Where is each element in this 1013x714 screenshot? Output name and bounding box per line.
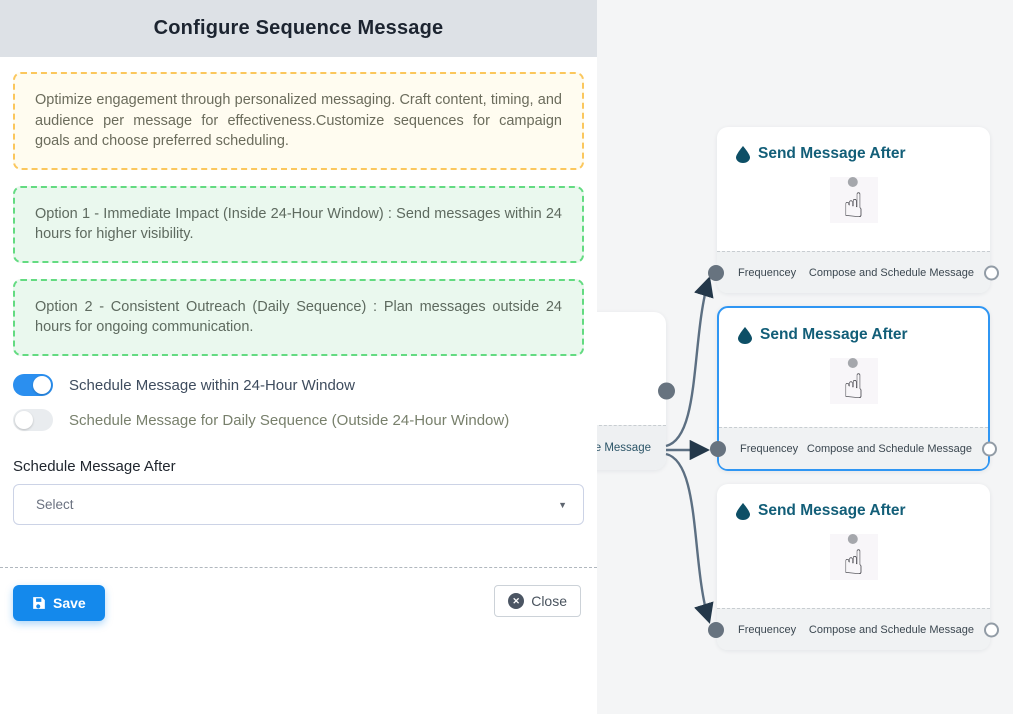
target-handle[interactable] bbox=[708, 621, 724, 638]
toggle-group: Schedule Message within 24-Hour Window S… bbox=[13, 374, 584, 432]
schedule-after-label: Schedule Message After bbox=[13, 458, 176, 476]
water-drop-icon bbox=[736, 502, 750, 520]
tap-dot bbox=[847, 177, 858, 187]
tap-icon: ☝ bbox=[829, 177, 878, 223]
toggle-daily-sequence[interactable] bbox=[13, 409, 53, 432]
node-title: Send Message After bbox=[719, 308, 988, 344]
compose-schedule-link[interactable]: Compose and Schedule Message bbox=[808, 623, 974, 636]
send-message-node-3[interactable]: Send Message After ☝ Frequencey Compose … bbox=[708, 484, 999, 650]
frequency-link[interactable]: Frequencey bbox=[738, 623, 797, 636]
water-drop-icon bbox=[738, 326, 752, 344]
option1-note: Option 1 - Immediate Impact (Inside 24-H… bbox=[13, 185, 584, 263]
upstream-node-partial[interactable]: ce Message bbox=[597, 312, 675, 470]
tap-dot bbox=[847, 534, 858, 544]
save-button-label: Save bbox=[53, 595, 86, 612]
send-message-node-1[interactable]: Send Message After ☝ Frequencey Compose … bbox=[708, 127, 999, 293]
source-handle[interactable] bbox=[982, 441, 997, 456]
save-icon bbox=[33, 597, 45, 609]
panel-header: Configure Sequence Message bbox=[0, 0, 597, 57]
source-handle[interactable] bbox=[984, 265, 999, 280]
source-handle[interactable] bbox=[984, 622, 999, 637]
close-button-label: Close bbox=[531, 593, 567, 610]
tap-icon: ☝ bbox=[829, 534, 878, 580]
toggle-row-daily: Schedule Message for Daily Sequence (Out… bbox=[13, 409, 584, 432]
compose-schedule-link[interactable]: Compose and Schedule Message bbox=[806, 442, 972, 455]
water-drop-icon bbox=[736, 145, 750, 163]
tap-dot bbox=[847, 358, 858, 368]
toggle-daily-label: Schedule Message for Daily Sequence (Out… bbox=[69, 411, 510, 429]
caret-down-icon: ▼ bbox=[558, 499, 567, 510]
panel-actions: Save ✕ Close bbox=[0, 568, 597, 622]
tap-icon: ☝ bbox=[829, 358, 878, 404]
info-note: Optimize engagement through personalized… bbox=[13, 72, 584, 170]
node-footer: Frequencey Compose and Schedule Message bbox=[708, 251, 999, 293]
page-title: Configure Sequence Message bbox=[153, 17, 444, 39]
send-message-node-2-selected[interactable]: Send Message After ☝ Frequencey Compose … bbox=[710, 306, 997, 471]
close-button[interactable]: ✕ Close bbox=[494, 585, 581, 618]
node-footer: Frequencey Compose and Schedule Message bbox=[710, 427, 997, 469]
close-circle-icon: ✕ bbox=[508, 593, 525, 610]
select-value: Select bbox=[36, 497, 74, 513]
panel-body: Optimize engagement through personalized… bbox=[0, 57, 597, 526]
schedule-after-select[interactable]: Select ▼ bbox=[13, 484, 584, 526]
toggle-knob bbox=[33, 376, 51, 395]
save-button[interactable]: Save bbox=[13, 585, 105, 622]
toggle-knob bbox=[15, 411, 33, 430]
frequency-link[interactable]: Frequencey bbox=[740, 442, 799, 455]
target-handle[interactable] bbox=[708, 264, 724, 281]
node-footer: Frequencey Compose and Schedule Message bbox=[708, 608, 999, 650]
compose-schedule-link[interactable]: Compose and Schedule Message bbox=[808, 266, 974, 279]
frequency-link[interactable]: Frequencey bbox=[738, 266, 797, 279]
toggle-24hr-label: Schedule Message within 24-Hour Window bbox=[69, 376, 355, 394]
flow-canvas[interactable]: ce Message Send Message After ☝ bbox=[597, 0, 1013, 714]
node-title: Send Message After bbox=[717, 484, 990, 520]
source-handle[interactable] bbox=[658, 382, 675, 400]
footer-divider bbox=[0, 567, 597, 569]
edge-to-bottom-node bbox=[665, 452, 714, 624]
target-handle[interactable] bbox=[710, 440, 726, 457]
option2-note: Option 2 - Consistent Outreach (Daily Se… bbox=[13, 278, 584, 357]
configure-sequence-panel: Configure Sequence Message Optimize enga… bbox=[0, 0, 597, 714]
toggle-24hr-window[interactable] bbox=[13, 374, 53, 397]
edge-to-top-node bbox=[665, 276, 714, 448]
upstream-node-footer: ce Message bbox=[597, 425, 666, 470]
node-title: Send Message After bbox=[717, 127, 990, 163]
toggle-row-24hr: Schedule Message within 24-Hour Window bbox=[13, 374, 584, 397]
